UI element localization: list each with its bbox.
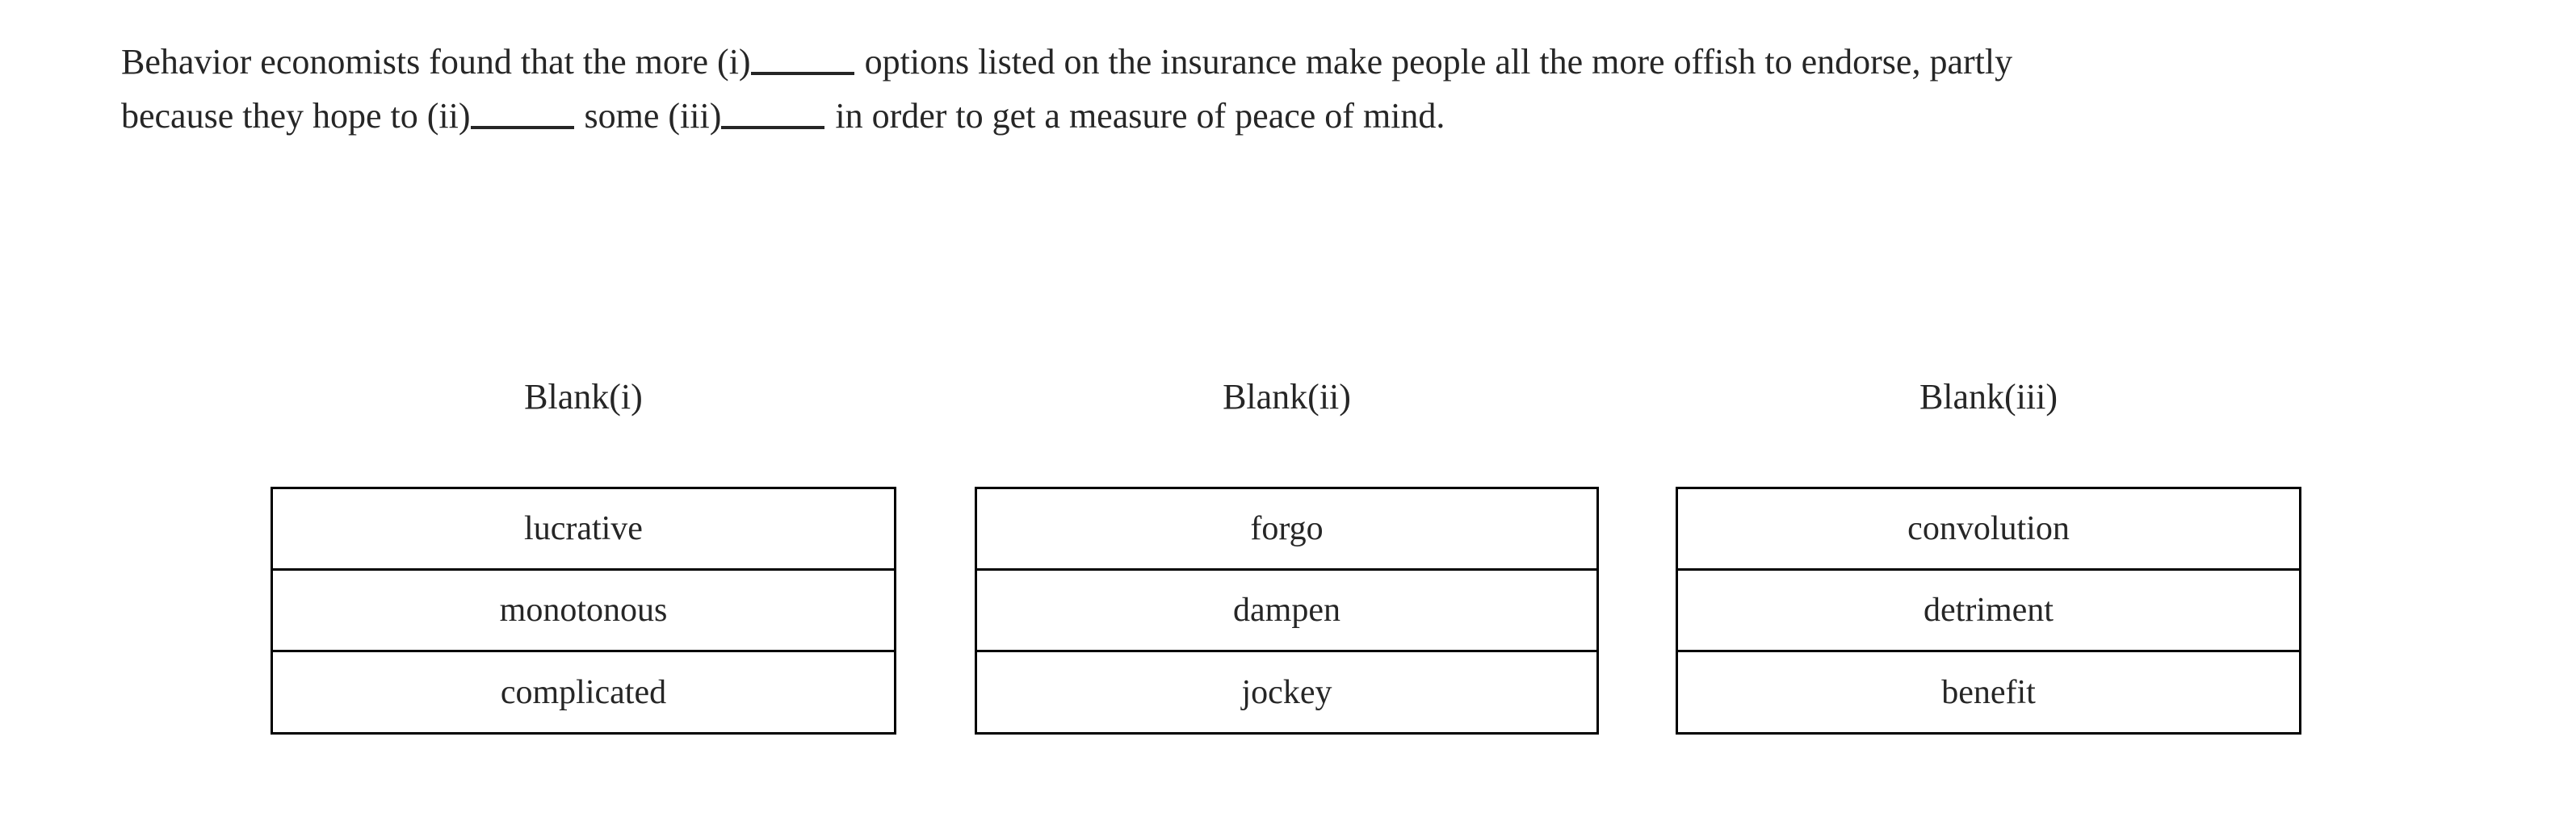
blank-ii-rule <box>470 125 574 129</box>
answer-choices-blank-i: lucrative monotonous complicated <box>271 487 896 735</box>
answer-option[interactable]: dampen <box>977 571 1596 652</box>
blank-iii-rule <box>721 125 825 129</box>
column-header-blank-ii: Blank(ii) <box>1223 377 1351 417</box>
answer-option[interactable]: detriment <box>1678 571 2299 652</box>
answer-choices-blank-ii: forgo dampen jockey <box>975 487 1599 735</box>
answer-option[interactable]: jockey <box>977 652 1596 732</box>
prompt-line-2: because they hope to (ii) some (iii) in … <box>121 90 2447 144</box>
question-prompt: Behavior economists found that the more … <box>121 36 2447 144</box>
column-header-blank-iii: Blank(iii) <box>1919 377 2058 417</box>
answer-option[interactable]: monotonous <box>273 571 894 652</box>
blank-i-rule <box>750 72 854 75</box>
prompt-text-segment-2: options listed on the insurance make peo… <box>864 42 2013 82</box>
prompt-line-1: Behavior economists found that the more … <box>121 36 2447 90</box>
prompt-text-segment-1: Behavior economists found that the more … <box>121 42 751 82</box>
answer-option[interactable]: convolution <box>1678 489 2299 571</box>
prompt-text-segment-3: because they hope to (ii) <box>121 95 471 136</box>
answer-option[interactable]: lucrative <box>273 489 894 571</box>
prompt-text-segment-4: some (iii) <box>584 95 722 136</box>
prompt-text-segment-5: in order to get a measure of peace of mi… <box>835 95 1445 136</box>
answer-choices-blank-iii: convolution detriment benefit <box>1676 487 2301 735</box>
answer-option[interactable]: complicated <box>273 652 894 732</box>
answer-option[interactable]: forgo <box>977 489 1596 571</box>
column-header-blank-i: Blank(i) <box>524 377 643 417</box>
answer-option[interactable]: benefit <box>1678 652 2299 732</box>
